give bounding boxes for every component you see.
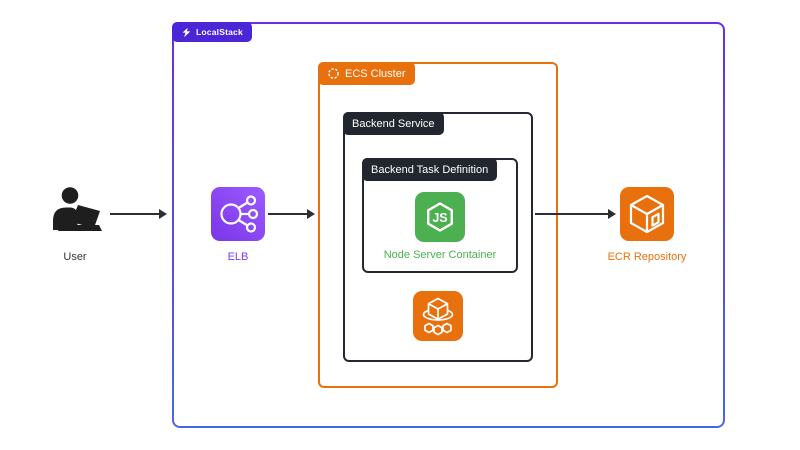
ecs-cluster-badge-label: ECS Cluster	[345, 67, 406, 80]
ecs-cluster-boundary	[318, 62, 558, 388]
ecs-cluster-ring-icon	[327, 67, 340, 80]
elb-label: ELB	[227, 251, 249, 263]
node-server-container-label: Node Server Container	[383, 249, 497, 261]
localstack-badge: LocalStack	[172, 22, 252, 42]
arrow-backend-service-to-ecr	[535, 209, 616, 219]
svg-text:JS: JS	[432, 211, 447, 225]
user-label: User	[63, 251, 87, 263]
ecr-repository-label: ECR Repository	[607, 251, 687, 263]
localstack-logo-icon	[181, 27, 192, 38]
localstack-badge-label: LocalStack	[196, 27, 243, 37]
ecs-cluster-badge: ECS Cluster	[318, 62, 415, 85]
elastic-load-balancer-icon	[211, 187, 265, 246]
backend-service-badge-label: Backend Service	[352, 117, 435, 130]
backend-service-badge: Backend Service	[343, 112, 444, 135]
ecr-cube-icon	[620, 187, 674, 246]
user-laptop-icon	[50, 186, 102, 239]
arrow-elb-to-ecs-cluster	[268, 209, 315, 219]
ecs-service-cubes-icon	[413, 291, 463, 346]
arrow-user-to-localstack	[110, 209, 167, 219]
backend-task-definition-badge: Backend Task Definition	[362, 158, 498, 181]
backend-task-definition-badge-label: Backend Task Definition	[371, 163, 489, 176]
nodejs-hexagon-icon: JS	[415, 192, 465, 247]
